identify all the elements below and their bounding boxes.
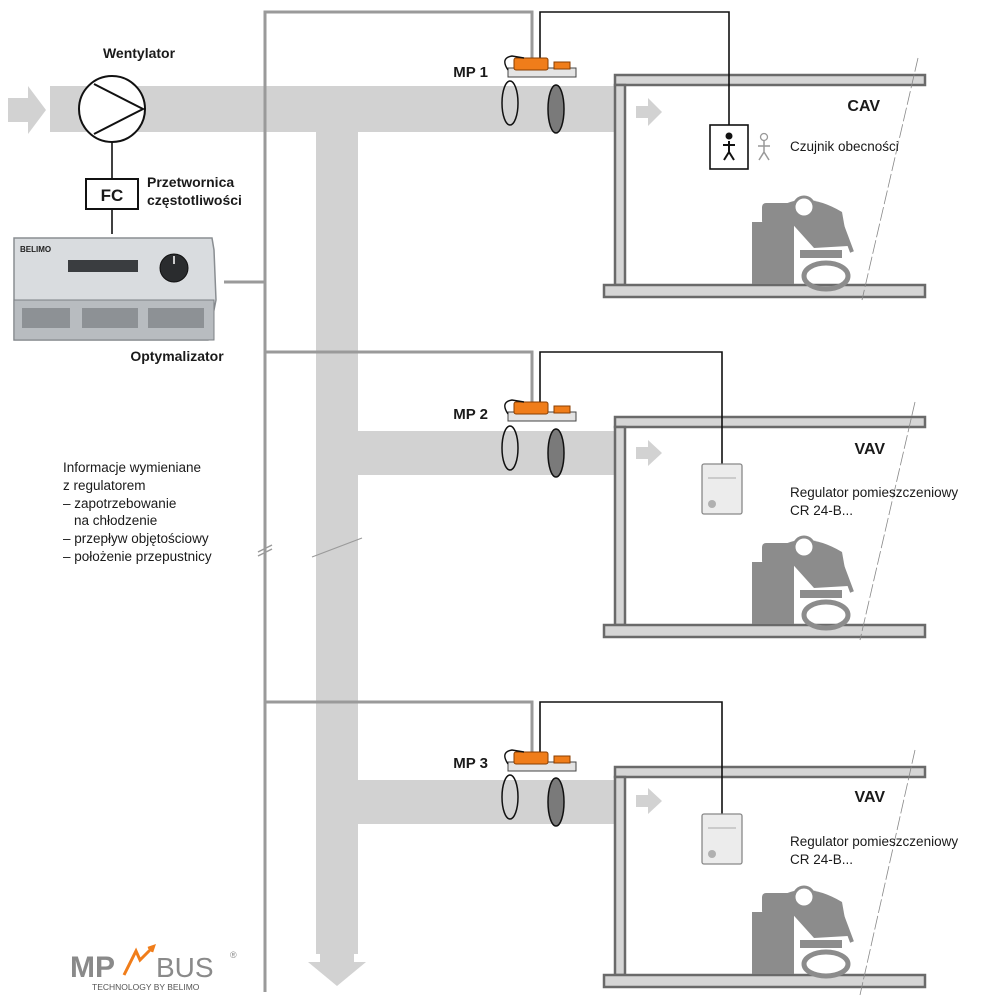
supply-air-inlet-arrow <box>8 86 46 134</box>
fc-box-label: FC <box>101 186 124 205</box>
info-item-1a: – zapotrzebowanie <box>63 496 176 511</box>
info-title-line-2: z regulatorem <box>63 478 146 493</box>
fc-label-line-1: Przetwornica <box>147 174 234 190</box>
optimizer-display <box>68 260 138 272</box>
mp-bus-logo: MP BUS ® TECHNOLOGY BY BELIMO <box>70 946 237 992</box>
info-item-2: – przepływ objętościowy <box>63 531 209 546</box>
fan-group: Wentylator FC Przetwornica częstotliwośc… <box>79 45 242 234</box>
room-inlet-arrow-2 <box>636 440 662 466</box>
damper-blade-1 <box>548 85 564 133</box>
room-3-floor <box>604 975 925 987</box>
branch-duct-2 <box>358 431 615 475</box>
bus-line-branch-2 <box>265 352 532 404</box>
seated-person-icon-2 <box>752 537 852 628</box>
actuator-clamp-3 <box>554 756 570 763</box>
room-2-mode: VAV <box>854 441 885 458</box>
damper-blade-3 <box>548 778 564 826</box>
room-3: VAV Regulator pomieszczeniowy CR 24-B...… <box>453 702 958 995</box>
optimizer-brand: BELIMO <box>20 245 51 254</box>
room-1-mode: CAV <box>847 98 880 115</box>
branch-duct-3 <box>358 780 615 824</box>
room-1-floor <box>604 285 925 297</box>
room-3-wall <box>615 777 625 975</box>
absent-person-icon <box>758 134 770 161</box>
fan-label: Wentylator <box>103 45 176 61</box>
actuator-orange-icon-1 <box>514 58 548 70</box>
terminal-block-3 <box>148 308 204 328</box>
actuator-clamp-2 <box>554 406 570 413</box>
bus-line-branch-3 <box>265 702 532 753</box>
room-2: VAV Regulator pomieszczeniowy CR 24-B...… <box>453 352 958 640</box>
terminal-block-2 <box>82 308 138 328</box>
room-controller-icon-2 <box>702 464 742 514</box>
actuator-clamp-1 <box>554 62 570 69</box>
room-2-cut-line <box>860 402 915 640</box>
seated-person-icon-1 <box>752 197 852 289</box>
actuator-orange-icon-3 <box>514 752 548 764</box>
room-inlet-arrow-3 <box>636 788 662 814</box>
mp-bus-wiring <box>224 12 532 992</box>
optimizer-device: BELIMO Optymalizator <box>14 238 224 364</box>
duct-down-arrow-icon <box>308 954 366 986</box>
room-3-device-line-2: CR 24-B... <box>790 852 853 867</box>
fan-icon <box>79 76 145 142</box>
damper-blade-2 <box>548 429 564 477</box>
room-2-ceiling <box>615 417 925 427</box>
room-inlet-arrow-1 <box>636 98 662 126</box>
info-block: Informacje wymieniane z regulatorem – za… <box>63 460 212 564</box>
fc-label-line-2: częstotliwości <box>147 192 242 208</box>
room-2-floor <box>604 625 925 637</box>
room-1: CAV Czujnik obecności MP 1 <box>453 12 925 300</box>
logo-registered-mark: ® <box>230 950 237 960</box>
room-3-mp-label: MP 3 <box>453 755 488 772</box>
room-3-cut-line <box>860 750 915 995</box>
main-duct-vertical <box>316 86 358 954</box>
room-3-mode: VAV <box>854 789 885 806</box>
logo-mp-text: MP <box>70 951 115 984</box>
room-2-device-line-2: CR 24-B... <box>790 503 853 518</box>
room-3-device-line-1: Regulator pomieszczeniowy <box>790 834 958 849</box>
room-2-mp-label: MP 2 <box>453 406 488 423</box>
info-item-3: – położenie przepustnicy <box>63 549 212 564</box>
room-1-wall <box>615 85 625 285</box>
logo-bus-text: BUS <box>156 952 214 983</box>
room-1-ceiling <box>615 75 925 85</box>
info-title-line-1: Informacje wymieniane <box>63 460 201 475</box>
actuator-orange-icon-2 <box>514 402 548 414</box>
info-item-1b: na chłodzenie <box>74 513 157 528</box>
bus-line-main <box>265 12 532 992</box>
optimizer-label: Optymalizator <box>130 348 224 364</box>
room-3-ceiling <box>615 767 925 777</box>
controller-dial-3 <box>708 850 716 858</box>
room-controller-icon-3 <box>702 814 742 864</box>
seated-person-icon-3 <box>752 887 852 976</box>
room-2-device-line-1: Regulator pomieszczeniowy <box>790 485 958 500</box>
controller-dial-2 <box>708 500 716 508</box>
logo-arrow-icon <box>124 948 152 975</box>
room-1-cut-line <box>862 58 918 300</box>
room-1-device-label: Czujnik obecności <box>790 139 899 154</box>
logo-tagline: TECHNOLOGY BY BELIMO <box>92 982 200 992</box>
terminal-block-1 <box>22 308 70 328</box>
room-1-mp-label: MP 1 <box>453 64 488 81</box>
room-2-wall <box>615 427 625 625</box>
